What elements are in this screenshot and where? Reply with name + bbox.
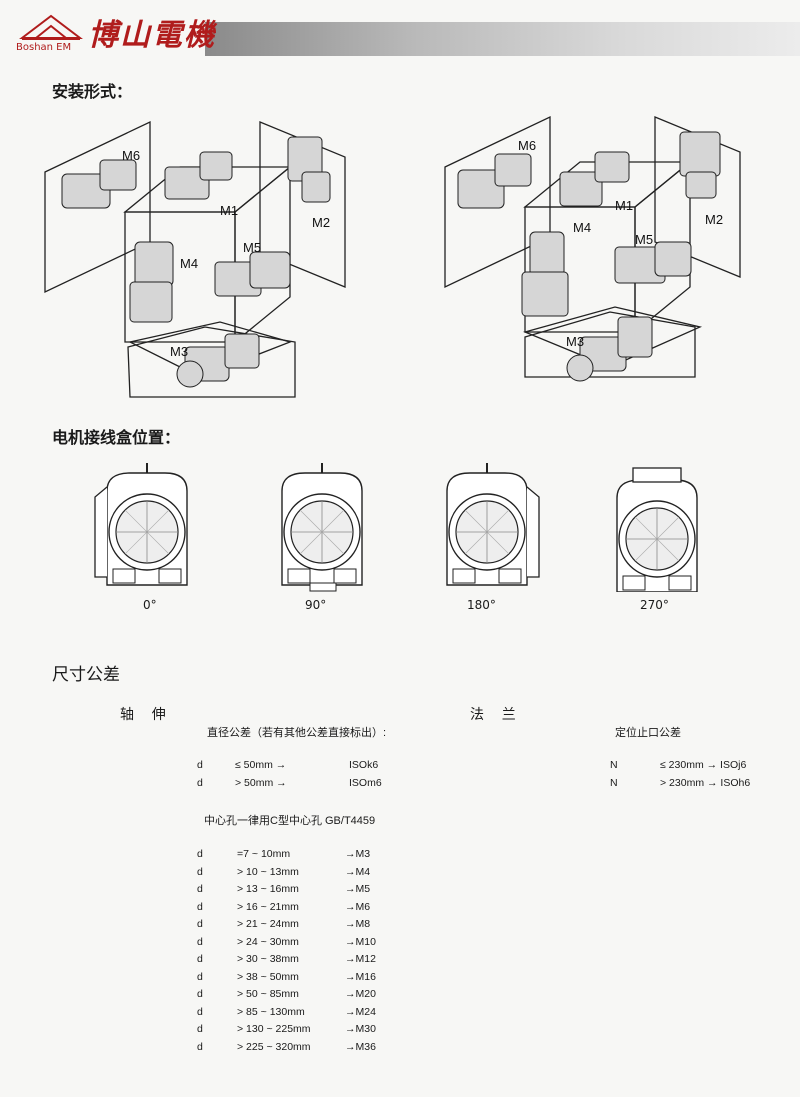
label-m2-right: M2 (705, 212, 723, 227)
shaft-row: d ≤ 50mm → ISOk6 (197, 759, 379, 771)
table-row: d> 10 ~ 13mm→M4 (197, 865, 371, 878)
label-m6-right: M6 (518, 138, 536, 153)
mounting-title: 安装形式： (52, 82, 133, 101)
label-m5: M5 (243, 240, 261, 255)
label-m3-right: M3 (566, 334, 584, 349)
flange-title: 法 兰 (470, 707, 516, 723)
angle-90: 90° (305, 598, 327, 612)
logo-subtitle: Boshan EM (16, 42, 72, 53)
center-hole-table: d=7 ~ 10mm→M3 d> 10 ~ 13mm→M4 d> 13 ~ 16… (197, 848, 397, 1058)
table-row: d> 225 ~ 320mm→M36 (197, 1040, 376, 1053)
label-m4-right: M4 (573, 220, 591, 235)
terminal-box-views (94, 463, 698, 592)
logo-mark-icon (19, 14, 83, 40)
label-m2: M2 (312, 215, 330, 230)
table-row: d> 21 ~ 24mm→M8 (197, 918, 371, 930)
shaft-diameter-note: 直径公差（若有其他公差直接标出）: (207, 727, 387, 739)
table-row: d> 50 ~ 85mm→M20 (197, 988, 376, 1000)
table-row: d> 16 ~ 21mm→M6 (197, 900, 371, 913)
label-m4: M4 (180, 256, 198, 271)
table-row: d> 38 ~ 50mm→M16 (197, 970, 376, 983)
angle-270: 270° (640, 598, 669, 612)
header-bar (205, 22, 800, 56)
shaft-row: d > 50mm → ISOm6 (197, 777, 382, 789)
table-row: d> 85 ~ 130mm→M24 (197, 1005, 376, 1018)
angle-180: 180° (467, 598, 496, 612)
flange-row: N ≤ 230mm → ISOj6 (610, 759, 747, 771)
label-m6: M6 (122, 148, 140, 163)
tolerance-title: 尺寸公差 (52, 665, 120, 685)
table-row: d=7 ~ 10mm→M3 (197, 848, 371, 860)
flange-row: N > 230mm → ISOh6 (610, 777, 751, 789)
table-row: d> 13 ~ 16mm→M5 (197, 883, 371, 895)
terminal-box-title: 电机接线盒位置： (52, 428, 181, 447)
mounting-diagram-right: M6 M1 M2 M4 M5 M3 (444, 115, 741, 382)
label-m1: M1 (220, 203, 238, 218)
table-row: d> 24 ~ 30mm→M10 (197, 935, 376, 948)
table-row: d> 130 ~ 225mm→M30 (197, 1023, 376, 1035)
table-row: d> 30 ~ 38mm→M12 (197, 953, 376, 965)
logo-brand: 博山電機 (88, 18, 216, 53)
center-hole-title: 中心孔一律用C型中心孔 GB/T4459 (204, 815, 376, 827)
label-m3: M3 (170, 344, 188, 359)
shaft-title: 轴 伸 (120, 707, 166, 723)
label-m1-right: M1 (615, 198, 633, 213)
angle-0: 0° (143, 598, 157, 612)
label-m5-right: M5 (635, 232, 653, 247)
flange-note: 定位止口公差 (615, 727, 681, 739)
mounting-diagram-left: M6 M1 M2 M4 M5 M3 (44, 120, 346, 398)
